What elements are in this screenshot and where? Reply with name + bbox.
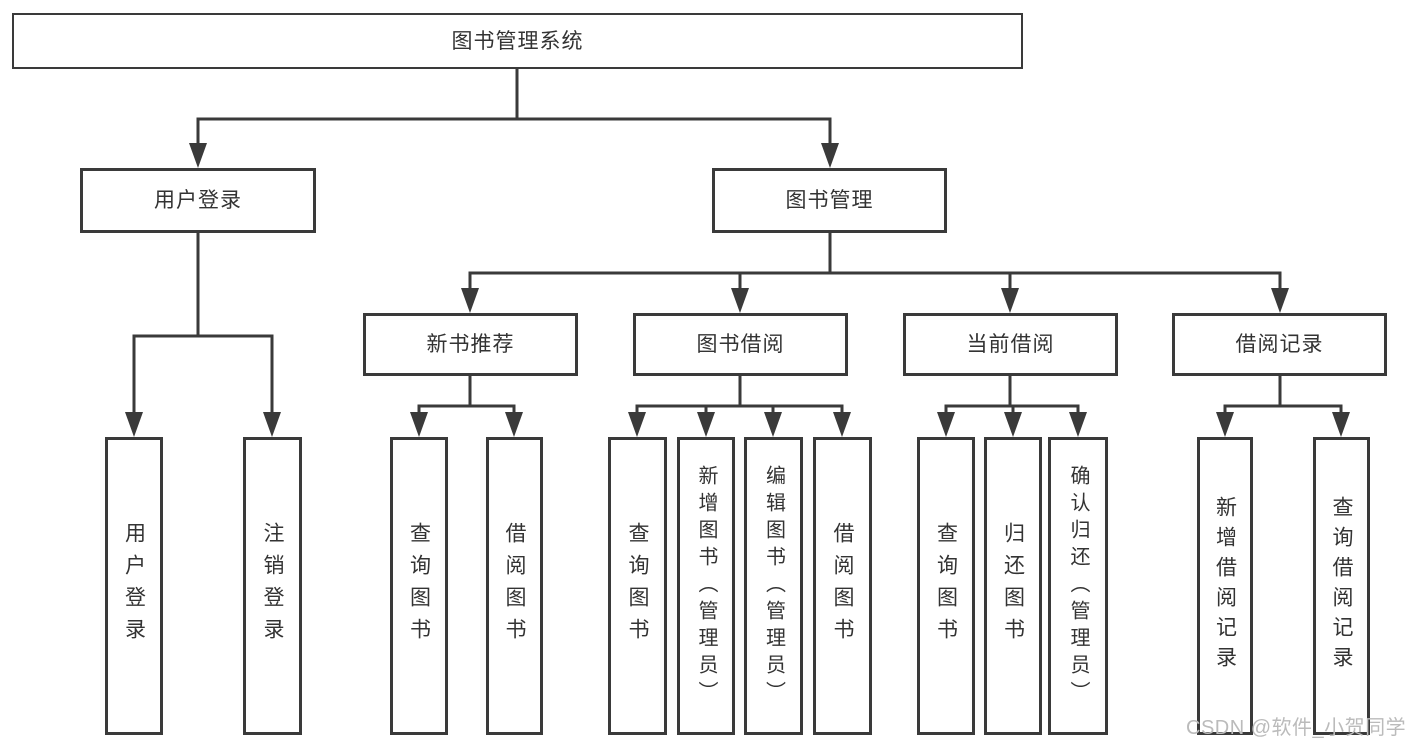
leaf-query-books-current: 查询图书 — [917, 437, 975, 735]
connector-book-management-to-level3 — [468, 230, 1282, 297]
arrow-down-icon — [731, 288, 749, 313]
arrow-down-icon — [821, 143, 839, 168]
arrow-down-icon — [189, 143, 207, 168]
leaf-add-borrow-record: 新增借阅记录 — [1197, 437, 1253, 735]
node-user-login: 用户登录 — [80, 168, 316, 233]
node-book-management: 图书管理 — [712, 168, 947, 233]
node-book-borrow: 图书借阅 — [633, 313, 848, 376]
arrow-down-icon — [628, 412, 646, 437]
leaf-borrow-books-recommend: 借阅图书 — [486, 437, 543, 735]
arrow-down-icon — [697, 412, 715, 437]
leaf-user-login: 用户登录 — [105, 437, 163, 735]
csdn-watermark: CSDN @软件_小贺同学 — [1186, 717, 1405, 739]
leaf-add-books-admin: 新增图书（管理员） — [677, 437, 735, 735]
connector-borrow-records-to-children — [1223, 374, 1343, 421]
arrow-down-icon — [937, 412, 955, 437]
leaf-query-borrow-record: 查询借阅记录 — [1313, 437, 1370, 735]
node-borrow-records: 借阅记录 — [1172, 313, 1387, 376]
arrow-down-icon — [263, 412, 281, 437]
connector-root-to-level2 — [196, 67, 832, 152]
leaf-logout: 注销登录 — [243, 437, 302, 735]
arrow-down-icon — [833, 412, 851, 437]
arrow-down-icon — [1216, 412, 1234, 437]
leaf-confirm-return-admin: 确认归还（管理员） — [1048, 437, 1108, 735]
arrow-down-icon — [1069, 412, 1087, 437]
node-current-borrow: 当前借阅 — [903, 313, 1118, 376]
leaf-return-books: 归还图书 — [984, 437, 1042, 735]
arrow-down-icon — [1332, 412, 1350, 437]
node-new-book-recommend: 新书推荐 — [363, 313, 578, 376]
connector-user-login-to-children — [132, 230, 274, 421]
arrow-down-icon — [1271, 288, 1289, 313]
connector-book-borrow-to-children — [635, 374, 844, 421]
arrow-down-icon — [461, 288, 479, 313]
leaf-query-books-recommend: 查询图书 — [390, 437, 448, 735]
leaf-query-books-borrow: 查询图书 — [608, 437, 667, 735]
arrow-down-icon — [125, 412, 143, 437]
arrow-down-icon — [410, 412, 428, 437]
arrow-down-icon — [505, 412, 523, 437]
arrowhead-icons — [125, 143, 1350, 437]
node-library-management-system: 图书管理系统 — [12, 13, 1023, 69]
leaf-borrow-books: 借阅图书 — [813, 437, 872, 735]
leaf-edit-books-admin: 编辑图书（管理员） — [744, 437, 803, 735]
connector-new-books-to-children — [417, 374, 516, 421]
arrow-down-icon — [1001, 288, 1019, 313]
arrow-down-icon — [1004, 412, 1022, 437]
arrow-down-icon — [764, 412, 782, 437]
